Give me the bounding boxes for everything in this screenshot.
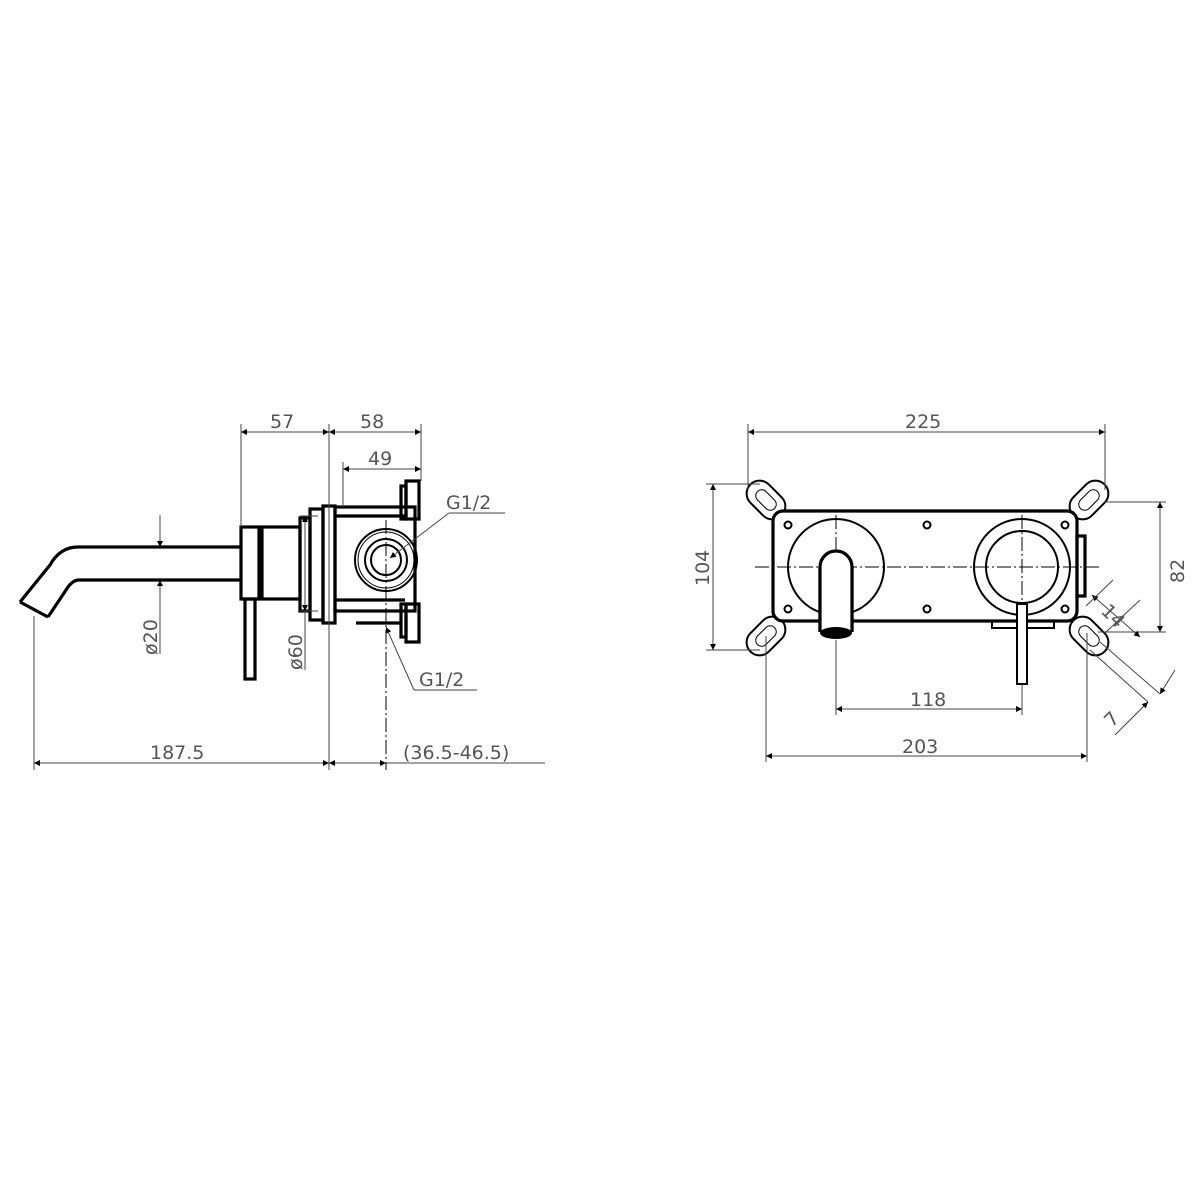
callout-inlet-thread: G1/2 [385,626,477,691]
dim-49: 49 [342,448,421,507]
spout-front [818,549,854,639]
dim-label-82: 82 [1167,559,1189,583]
dim-total-projection: 187.5 (36.5-46.5) [33,616,545,770]
dim-label-187-5: 187.5 [150,742,204,764]
lever-front [1016,603,1028,685]
dim-label-58: 58 [360,411,384,433]
dim-label-104: 104 [692,550,714,586]
dim-label-14: 14 [1096,600,1129,633]
dim-104: 104 [692,483,760,651]
dim-label-57: 57 [270,411,294,433]
concealed-body [308,479,421,770]
dim-label-wall-depth: (36.5-46.5) [403,742,509,764]
callout-label-outlet: G1/2 [446,492,491,514]
dim-14: 14 [1085,579,1141,638]
side-view: 57 58 49 ø20 ø60 G1/2 [18,411,545,770]
callout-label-inlet: G1/2 [419,669,464,691]
dim-label-7: 7 [1100,707,1124,731]
dim-118: 118 [835,640,1023,715]
dim-d20: ø20 [140,515,163,655]
front-view: 225 104 82 14 7 [692,411,1189,762]
lever [243,597,257,681]
dim-label-118: 118 [910,689,946,711]
dim-label-d60: ø60 [285,634,307,670]
dim-label-225: 225 [905,411,941,433]
spout [18,545,241,619]
dim-7: 7 [1089,641,1176,736]
dim-label-49: 49 [368,448,392,470]
screw-holes [783,520,1070,614]
callout-outlet-thread: G1/2 [389,492,505,559]
dim-57-58: 57 58 [240,411,422,770]
handle-hub [239,525,261,601]
dim-d60: ø60 [285,515,318,670]
dim-225: 225 [747,411,1106,490]
dim-label-203: 203 [902,736,938,758]
dim-203: 203 [765,633,1088,762]
dim-label-d20: ø20 [140,619,162,655]
escutcheon [260,525,302,601]
